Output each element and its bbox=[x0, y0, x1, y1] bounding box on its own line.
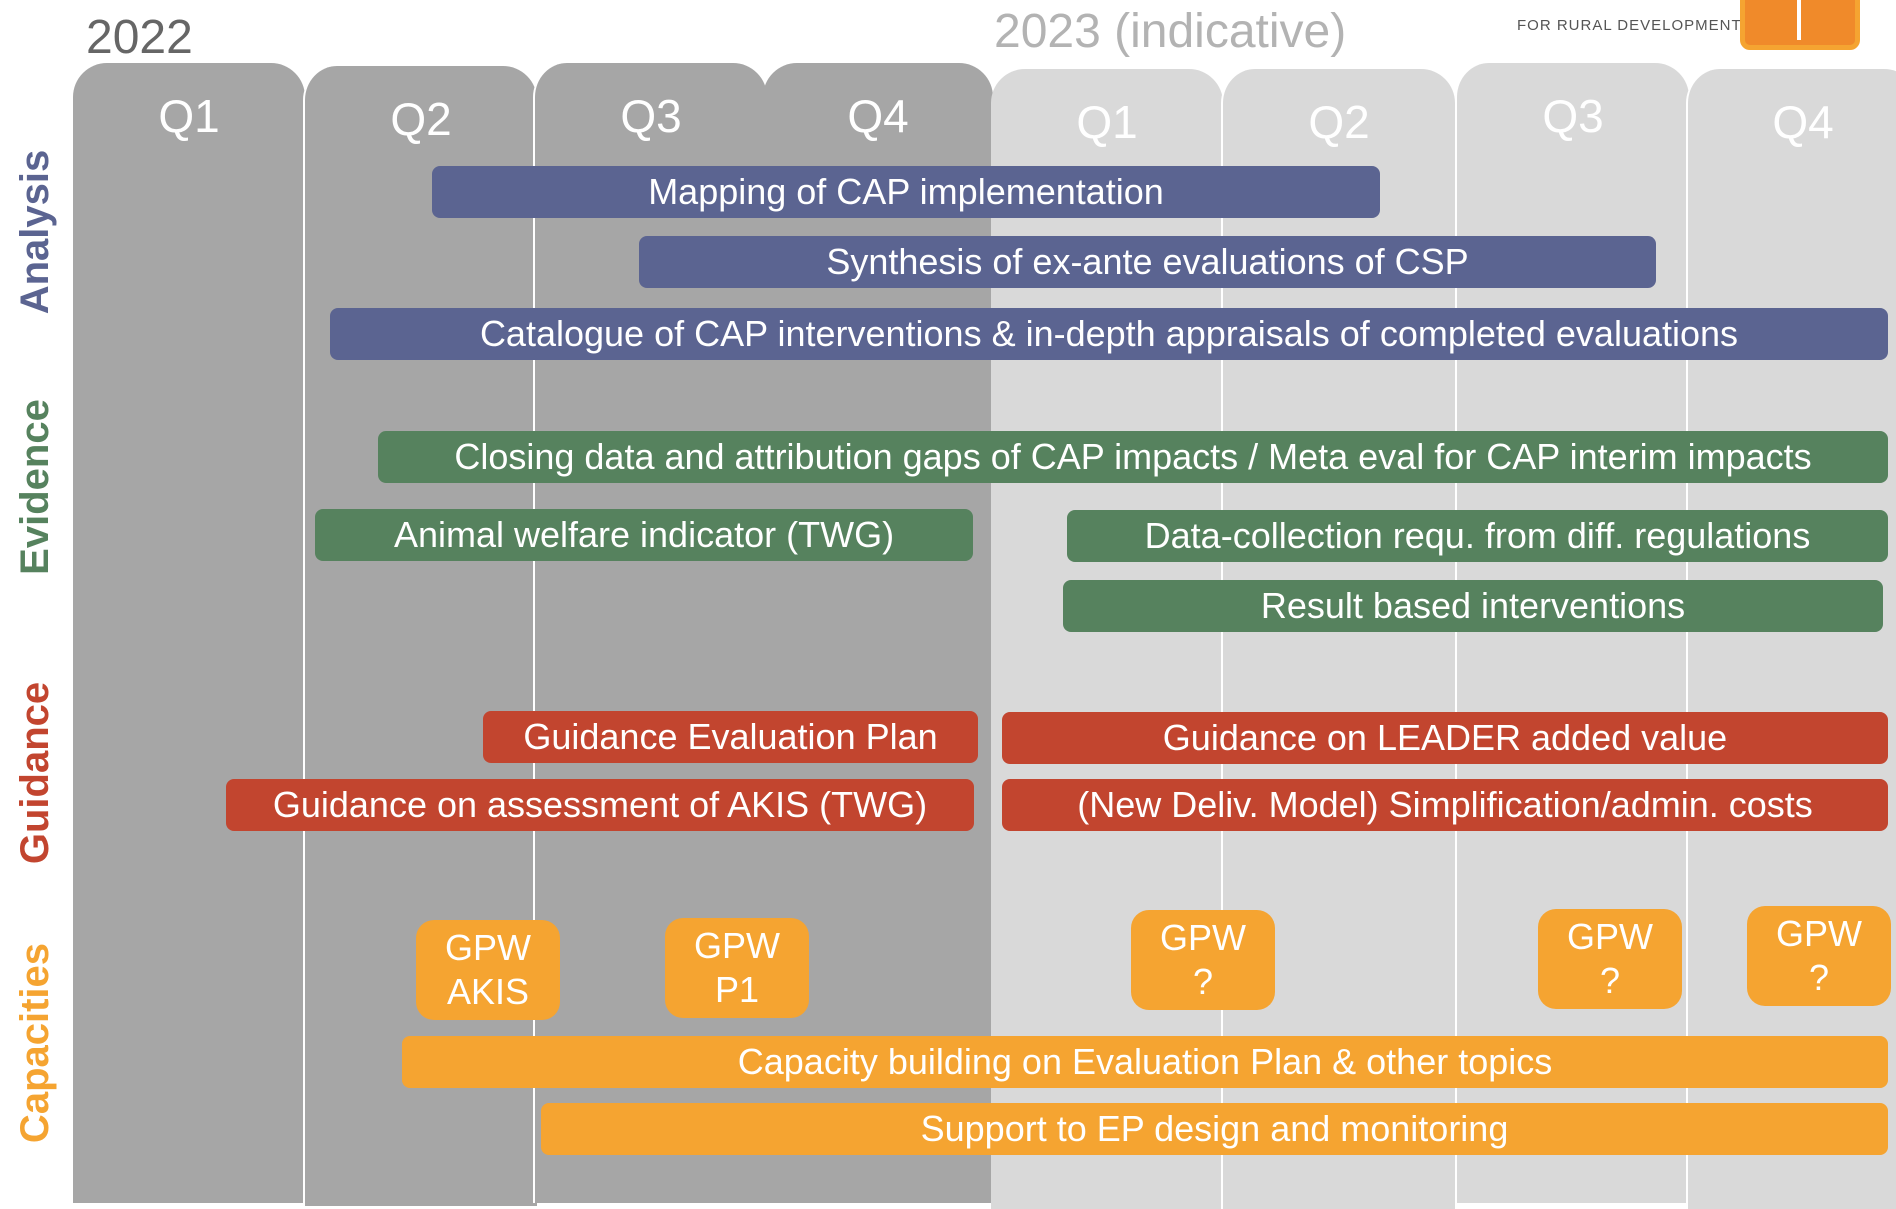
quarter-label: Q3 bbox=[1542, 90, 1604, 142]
category-label-capacities: Capacities bbox=[13, 942, 57, 1144]
bar-synthesis-ex-ante: Synthesis of ex-ante evaluations of CSP bbox=[639, 236, 1656, 288]
gpw-line2: P1 bbox=[714, 969, 760, 1010]
quarter-label: Q2 bbox=[1308, 96, 1370, 148]
column-2022-q1: Q1 bbox=[73, 63, 305, 1203]
gpw-box-2023-q3: GPW ? bbox=[1538, 909, 1682, 1009]
gpw-line1: GPW bbox=[1567, 916, 1653, 957]
year-2023-label: 2023 (indicative) bbox=[994, 5, 1347, 58]
bar-catalogue-cap-interventions: Catalogue of CAP interventions & in-dept… bbox=[330, 308, 1888, 360]
column-2023-q4: Q4 bbox=[1686, 69, 1896, 1209]
category-label-evidence: Evidence bbox=[13, 399, 57, 575]
bar-animal-welfare-indicator: Animal welfare indicator (TWG) bbox=[315, 509, 973, 561]
bar-simplification-admin-costs: (New Deliv. Model) Simplification/admin.… bbox=[1002, 779, 1888, 831]
gpw-box-2023-q1: GPW ? bbox=[1131, 910, 1275, 1010]
column-2022-q4: Q4 bbox=[763, 63, 993, 1203]
quarter-label: Q1 bbox=[158, 90, 220, 142]
quarter-label: Q1 bbox=[1076, 96, 1138, 148]
bar-capacity-building: Capacity building on Evaluation Plan & o… bbox=[402, 1036, 1888, 1088]
bar-mapping-cap-implementation: Mapping of CAP implementation bbox=[432, 166, 1380, 218]
category-label-guidance: Guidance bbox=[13, 681, 57, 865]
quarter-label: Q3 bbox=[620, 90, 682, 142]
gpw-line2: ? bbox=[1808, 957, 1830, 998]
column-2023-q3: Q3 bbox=[1455, 63, 1689, 1203]
gpw-line2: AKIS bbox=[446, 971, 530, 1012]
quarter-label: Q4 bbox=[847, 90, 909, 142]
gpw-box-p1: GPW P1 bbox=[665, 918, 809, 1018]
bar-support-ep-design: Support to EP design and monitoring bbox=[541, 1103, 1888, 1155]
bar-closing-data-gaps: Closing data and attribution gaps of CAP… bbox=[378, 431, 1888, 483]
bar-result-based-interventions: Result based interventions bbox=[1063, 580, 1883, 632]
gpw-line2: ? bbox=[1192, 961, 1214, 1002]
category-label-analysis: Analysis bbox=[13, 149, 57, 315]
bar-guidance-akis: Guidance on assessment of AKIS (TWG) bbox=[226, 779, 974, 831]
gpw-line2: ? bbox=[1599, 960, 1621, 1001]
column-2022-q3: Q3 bbox=[533, 63, 767, 1203]
gpw-line1: GPW bbox=[1160, 917, 1246, 958]
bar-guidance-evaluation-plan: Guidance Evaluation Plan bbox=[483, 711, 978, 763]
quarter-label: Q4 bbox=[1772, 96, 1834, 148]
gpw-box-akis: GPW AKIS bbox=[416, 920, 560, 1020]
year-2022-label: 2022 bbox=[86, 11, 193, 64]
gpw-line1: GPW bbox=[445, 927, 531, 968]
bar-data-collection-requirements: Data-collection requ. from diff. regulat… bbox=[1067, 510, 1888, 562]
quarter-label: Q2 bbox=[390, 93, 452, 145]
gpw-line1: GPW bbox=[694, 925, 780, 966]
column-2022-q2: Q2 bbox=[303, 66, 537, 1206]
logo-graphic-divider bbox=[1797, 0, 1801, 40]
gpw-box-2023-q4: GPW ? bbox=[1747, 906, 1891, 1006]
bar-guidance-leader-added-value: Guidance on LEADER added value bbox=[1002, 712, 1888, 764]
logo-tagline: FOR RURAL DEVELOPMENT bbox=[1517, 17, 1742, 34]
gpw-line1: GPW bbox=[1776, 913, 1862, 954]
